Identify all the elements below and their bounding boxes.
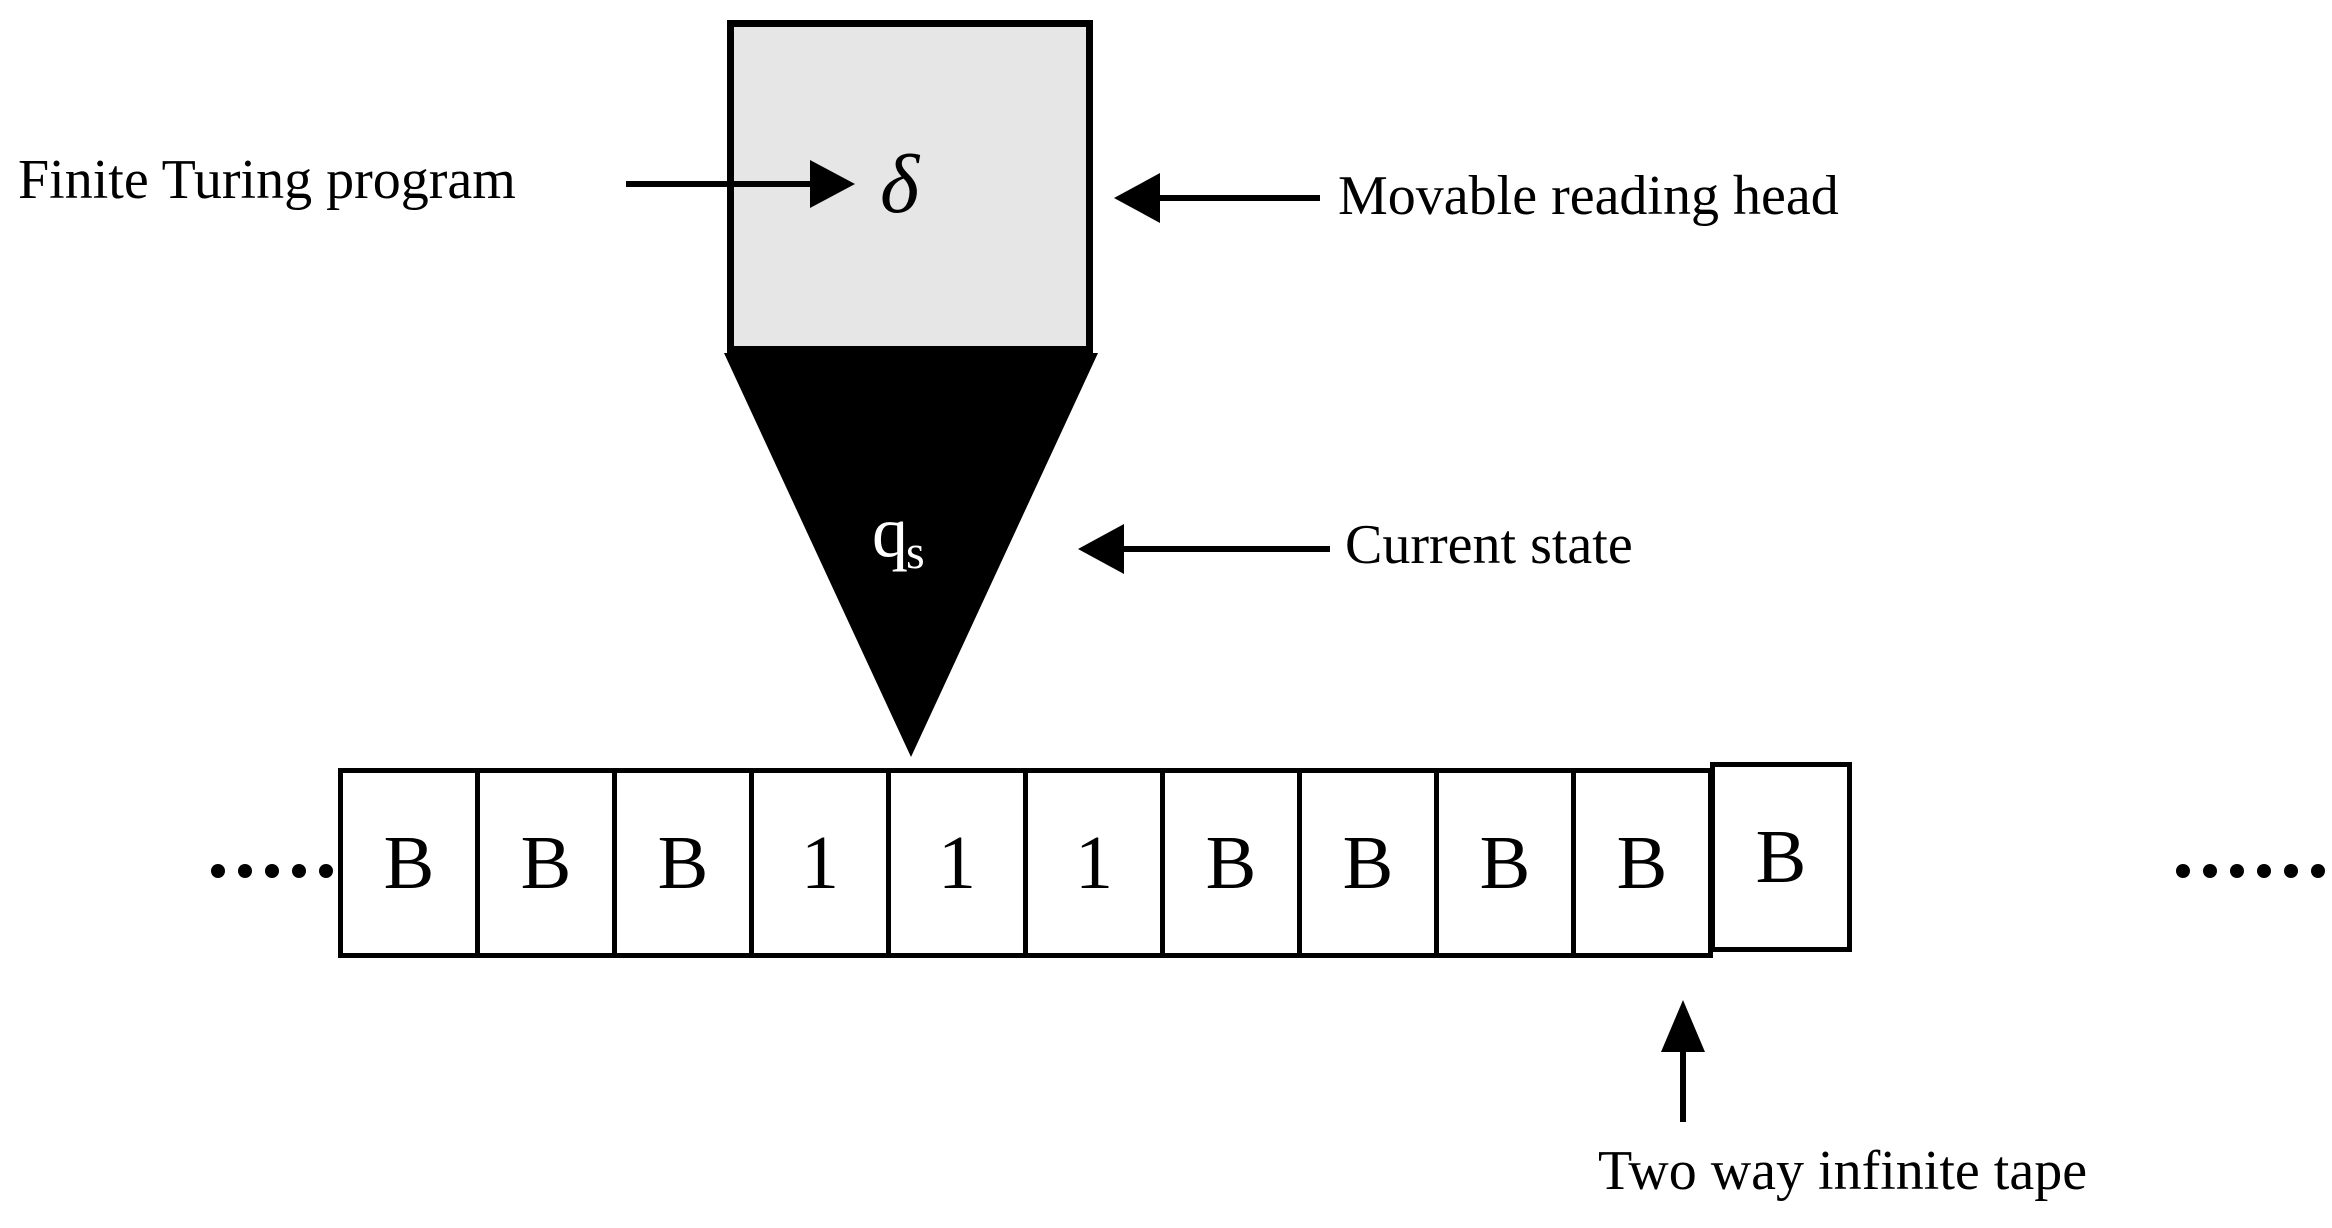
tape-cell-value: 1 — [938, 820, 976, 905]
state-subscript: s — [906, 526, 925, 579]
tape-cell[interactable]: B — [1434, 768, 1576, 958]
tape-cell-value: B — [520, 820, 572, 905]
ellipsis-dot — [292, 864, 306, 878]
tape-cell-value: B — [383, 820, 435, 905]
label-current-state: Current state — [1345, 514, 1633, 576]
tape-cell-value: B — [1616, 820, 1668, 905]
label-two-way-infinite-tape: Two way infinite tape — [1598, 1140, 2088, 1202]
tape-cell[interactable]: B — [475, 768, 617, 958]
tape-cell-value: B — [1342, 820, 1394, 905]
tape-cell[interactable]: B — [612, 768, 754, 958]
tape-cell[interactable]: 1 — [749, 768, 891, 958]
reading-head-triangle — [724, 353, 1098, 757]
tape-cell[interactable]: B — [1160, 768, 1302, 958]
tape-cell[interactable]: B — [1571, 768, 1713, 958]
state-letter: q — [872, 492, 908, 572]
arrow-movable-reading-head — [1114, 173, 1320, 223]
ellipsis-dot — [211, 864, 225, 878]
tape-cell[interactable]: B — [1710, 762, 1852, 952]
tape-cell-value: B — [1479, 820, 1531, 905]
ellipsis-dot — [2176, 864, 2190, 878]
ellipsis-dot — [2284, 864, 2298, 878]
tape-right-ellipsis — [2176, 864, 2325, 878]
label-finite-turing-program: Finite Turing program — [18, 149, 516, 211]
ellipsis-dot — [319, 864, 333, 878]
ellipsis-dot — [2311, 864, 2325, 878]
tape-cell[interactable]: 1 — [886, 768, 1028, 958]
tape-cell-value: B — [1755, 814, 1807, 899]
ellipsis-dot — [265, 864, 279, 878]
tape-cell-value: 1 — [801, 820, 839, 905]
tape-cell-value: B — [1205, 820, 1257, 905]
ellipsis-dot — [2230, 864, 2244, 878]
tape-cell[interactable]: B — [1297, 768, 1439, 958]
tape-cell-value: B — [657, 820, 709, 905]
ellipsis-dot — [2257, 864, 2271, 878]
transition-function-symbol: δ — [880, 138, 920, 231]
ellipsis-dot — [2203, 864, 2217, 878]
arrow-current-state — [1078, 524, 1330, 574]
arrow-two-way-infinite-tape — [1661, 1000, 1705, 1122]
label-movable-reading-head: Movable reading head — [1338, 165, 1839, 227]
tape-cell[interactable]: 1 — [1023, 768, 1165, 958]
tape-cell[interactable]: B — [338, 768, 480, 958]
ellipsis-dot — [238, 864, 252, 878]
tape-cell-value: 1 — [1075, 820, 1113, 905]
current-state-label: qs — [872, 492, 992, 581]
